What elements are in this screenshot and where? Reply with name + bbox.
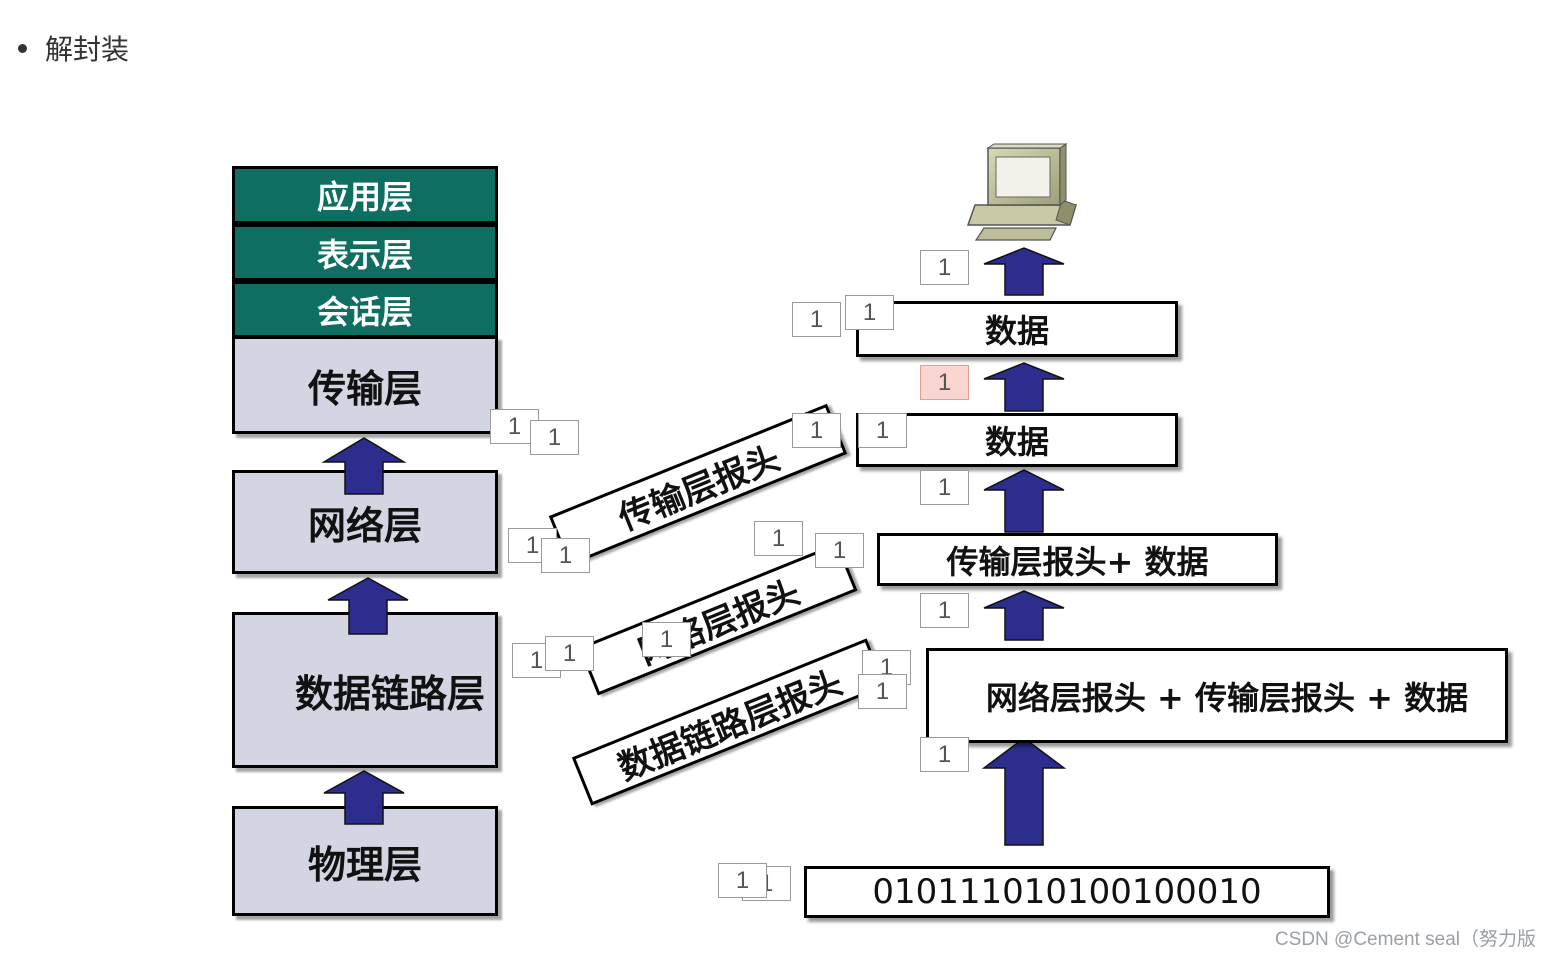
up-arrow-icon	[327, 577, 409, 635]
layer-presentation: 表示层	[232, 224, 498, 281]
placeholder-tag: 1	[815, 533, 864, 568]
placeholder-tag: 1	[920, 737, 969, 772]
placeholder-tag-highlight: 1	[920, 365, 969, 400]
box-data-mid: 数据	[856, 413, 1178, 467]
placeholder-tag: 1	[845, 295, 894, 330]
placeholder-tag: 1	[858, 413, 907, 448]
box-data-top: 数据	[856, 301, 1178, 357]
bullet-dot	[18, 43, 27, 53]
placeholder-tag: 1	[545, 636, 594, 671]
layer-transport: 传输层	[232, 336, 498, 434]
layer-application: 应用层	[232, 166, 498, 224]
placeholder-tag: 1	[642, 622, 691, 657]
layer-datalink: 数据链路层	[232, 612, 498, 768]
watermark: CSDN @Cement seal（努力版	[1274, 929, 1536, 950]
placeholder-tag: 1	[530, 420, 579, 455]
up-arrow-icon	[321, 437, 407, 495]
up-arrow-icon	[983, 590, 1065, 641]
placeholder-tag: 1	[792, 302, 841, 337]
placeholder-tag: 1	[858, 674, 907, 709]
placeholder-tag: 1	[541, 538, 590, 573]
placeholder-tag: 1	[920, 470, 969, 505]
computer-icon	[966, 143, 1078, 241]
up-arrow-icon	[983, 362, 1065, 412]
up-arrow-icon	[983, 469, 1065, 533]
placeholder-tag: 1	[920, 593, 969, 628]
placeholder-tag: 1	[920, 250, 969, 285]
box-bits: 010111010100100010	[804, 866, 1330, 918]
up-arrow-icon	[983, 247, 1065, 296]
placeholder-tag: 1	[754, 521, 803, 556]
up-arrow-icon	[981, 737, 1067, 846]
up-arrow-icon	[323, 770, 405, 825]
placeholder-tag: 1	[718, 863, 767, 898]
bullet-text: 解封装	[45, 33, 130, 66]
bullet-item: 解封装	[18, 28, 129, 68]
placeholder-tag: 1	[792, 413, 841, 448]
box-transport-data: 传输层报头+ 数据	[877, 533, 1278, 586]
layer-network: 网络层	[232, 470, 498, 574]
box-network-transport-data: 网络层报头 + 传输层报头 + 数据	[926, 648, 1508, 743]
